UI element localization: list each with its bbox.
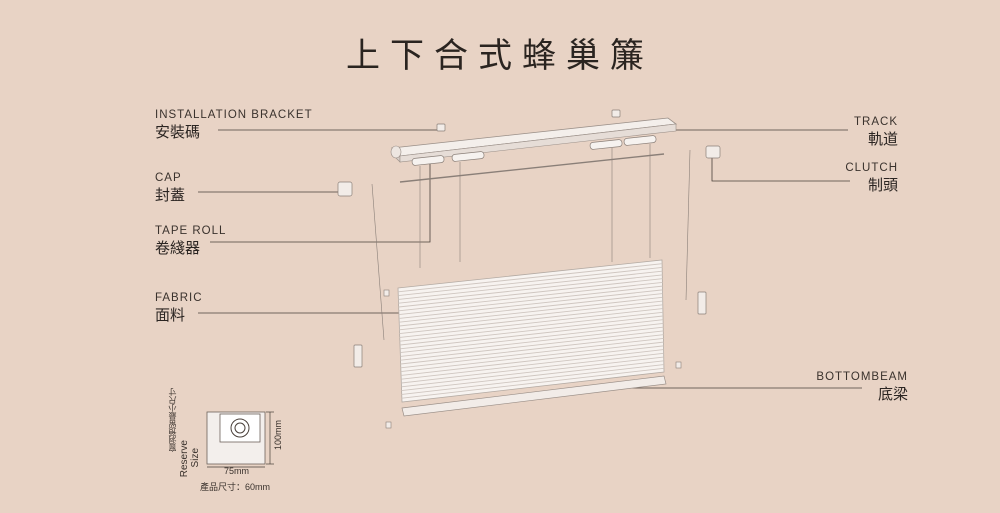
fabric-pleat [401, 356, 664, 388]
label-fabric: FABRIC 面料 [155, 292, 203, 323]
label-en: CLUTCH [845, 162, 898, 174]
bottombeam [401, 375, 667, 417]
fabric-pleat [401, 364, 664, 395]
tape-roll-4 [623, 135, 657, 146]
fabric-pleat [400, 334, 664, 365]
tape-roll-2 [451, 151, 485, 162]
label-en: BOTTOMBEAM [816, 371, 908, 383]
label-zh: 安裝碼 [155, 122, 201, 141]
fabric-pleat [398, 278, 663, 308]
fabric-pleat [398, 267, 663, 297]
label-tape-roll: TAPE ROLL 卷綫器 [155, 225, 226, 256]
height-dimension: 100mm [273, 420, 283, 451]
fabric-pleat [401, 349, 664, 380]
reserve-size-detail [206, 411, 274, 468]
fabric-pleat [400, 326, 664, 357]
cord-weight-right [697, 291, 707, 315]
tape-roll-3 [589, 139, 623, 150]
leader-line-clutch [711, 158, 850, 182]
label-en: CAP [155, 172, 182, 184]
fabric-pleat [399, 289, 663, 319]
reserve-size-zh: 窗洞預留最小尺寸 [168, 388, 177, 452]
label-zh: 封蓋 [155, 185, 186, 204]
reserve-size-en-1: Reserve [179, 440, 190, 478]
installation-bracket-left [436, 123, 446, 132]
fabric-pleat [401, 367, 664, 399]
label-zh: 卷綫器 [155, 238, 201, 257]
product-size: 產品尺寸：60mm [200, 482, 271, 492]
small-part-3 [675, 361, 682, 369]
rod [399, 153, 665, 183]
label-zh: 底梁 [877, 384, 908, 403]
fabric-pleat [400, 330, 664, 361]
page-title: 上下合式蜂巢簾 [346, 36, 654, 76]
label-en: INSTALLATION BRACKET [155, 109, 313, 121]
fabric-pleat [398, 263, 663, 293]
label-clutch: CLUTCH 制頭 [845, 162, 898, 193]
label-en: TAPE ROLL [155, 225, 227, 237]
label-cap: CAP 封蓋 [155, 172, 185, 203]
label-en: TRACK [854, 116, 898, 128]
fabric-pleat [398, 285, 663, 316]
leader-line-tape-roll [210, 162, 431, 243]
tape-roll-1 [411, 155, 445, 166]
label-en: FABRIC [155, 292, 203, 304]
fabric-pleat [399, 315, 664, 346]
label-bottombeam: BOTTOMBEAM 底梁 [816, 371, 908, 402]
fabric-pleat [401, 360, 664, 392]
reserve-size-en-2: Size [190, 448, 201, 468]
track [390, 117, 678, 163]
fabric-pleat [398, 274, 663, 304]
fabric-pleat [400, 323, 664, 354]
small-part-1 [383, 289, 390, 297]
fabric-pleat [399, 311, 663, 342]
label-zh: 面料 [155, 305, 186, 324]
fabric-pleat [399, 293, 663, 323]
label-installation-bracket: INSTALLATION BRACKET 安裝碼 [155, 109, 313, 140]
cord-weight-left [353, 344, 363, 368]
fabric-pleat [400, 337, 664, 369]
label-zh: 制頭 [867, 175, 898, 194]
fabric-pleat [398, 270, 663, 300]
fabric-pleat [401, 352, 664, 384]
fabric-pleat [399, 304, 663, 335]
fabric-pleat [399, 308, 663, 338]
label-track: TRACK 軌道 [854, 116, 898, 147]
label-zh: 軌道 [867, 129, 898, 148]
fabric-pleat [399, 296, 663, 327]
fabric-pleat [400, 319, 664, 350]
fabric [397, 259, 665, 403]
small-part-2 [385, 421, 392, 429]
fabric-pleat [401, 345, 664, 376]
width-dimension: 75mm [224, 466, 250, 476]
cap [337, 181, 353, 197]
installation-bracket-right [611, 109, 621, 118]
fabric-pleat [400, 341, 664, 373]
fabric-pleat [398, 281, 663, 312]
fabric-pleat [399, 300, 663, 331]
clutch [705, 145, 721, 159]
